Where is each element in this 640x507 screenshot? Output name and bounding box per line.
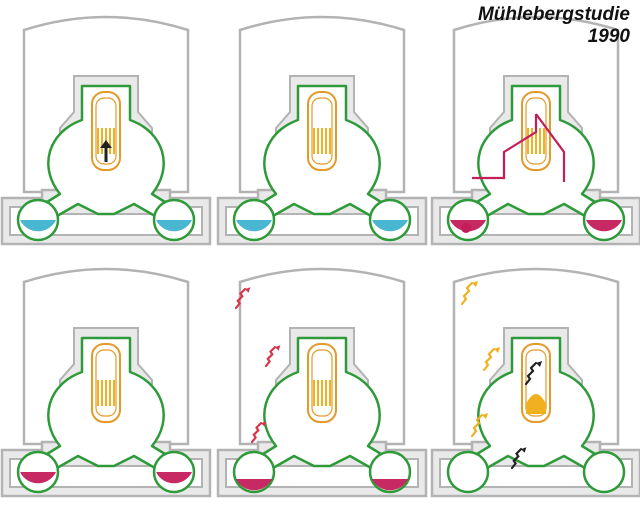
release-arrow-3 xyxy=(250,422,263,444)
reactor-panel-2 xyxy=(216,15,428,246)
release-arrow-7 xyxy=(524,361,538,386)
suppression-pool-right xyxy=(582,450,626,494)
pool-liquid-left xyxy=(236,479,272,491)
reactor-panel-6 xyxy=(430,267,640,498)
vessel-inner-wall xyxy=(95,97,117,165)
pool-liquid-right xyxy=(372,479,408,491)
reactor-panel-3 xyxy=(430,15,640,246)
release-arrow-8-head xyxy=(521,447,527,453)
pump-marker xyxy=(461,223,471,233)
pool-liquid-right xyxy=(586,220,622,232)
release-arrow-1 xyxy=(234,288,247,310)
release-arrow-8 xyxy=(510,448,523,470)
release-arrow-4 xyxy=(460,281,474,306)
reactor-panel-5 xyxy=(216,267,428,498)
release-arrow-6-head xyxy=(482,413,488,419)
release-arrow-1-head xyxy=(245,287,251,293)
title-year: 1990 xyxy=(587,26,630,47)
relief-line-left xyxy=(472,114,538,180)
title-study-name: Mühlebergstudie xyxy=(477,4,630,25)
reactor-panel-4 xyxy=(0,267,212,498)
release-arrow-5 xyxy=(482,347,496,372)
relief-line-right xyxy=(535,113,566,182)
suppression-pool-left xyxy=(446,450,490,494)
release-arrow-2 xyxy=(264,346,277,368)
release-arrow-5-head xyxy=(494,347,500,353)
pool-liquid-left xyxy=(20,220,56,232)
vessel-inner-wall xyxy=(311,97,333,165)
diagram-title: Mühlebergstudie 1990 xyxy=(478,4,630,48)
pool-liquid-left xyxy=(236,220,272,232)
release-arrow-4-head xyxy=(472,281,478,287)
release-arrow-2-head xyxy=(275,345,281,351)
steam-arrow-head xyxy=(100,140,112,148)
vessel-inner-wall xyxy=(95,349,117,417)
reactor-panel-1 xyxy=(0,15,212,246)
pool-liquid-right xyxy=(156,472,192,484)
molten-core xyxy=(526,394,546,414)
vessel-inner-wall xyxy=(311,349,333,417)
release-arrow-7-head xyxy=(536,361,542,367)
release-arrow-3-head xyxy=(261,421,267,427)
release-arrow-6 xyxy=(470,413,484,438)
vessel-inner-wall xyxy=(525,97,547,165)
pool-liquid-right xyxy=(372,220,408,232)
pool-liquid-right xyxy=(156,220,192,232)
pool-liquid-left xyxy=(20,472,56,484)
